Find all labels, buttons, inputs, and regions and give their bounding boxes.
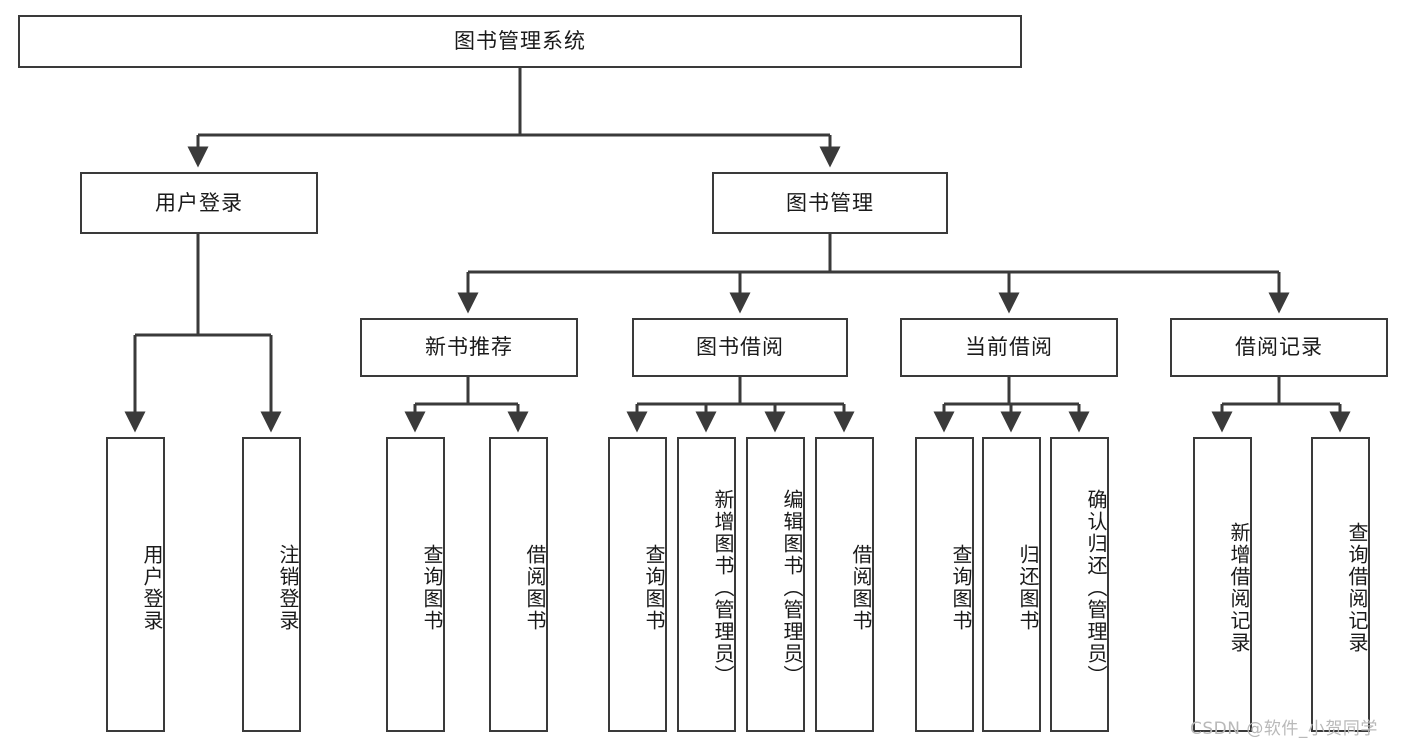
- node-leaf-confirm-return-label: 确认归还（管理员）: [1084, 488, 1108, 687]
- node-leaf-user-login[interactable]: 用户登录: [106, 437, 165, 732]
- node-leaf-logout-label: 注销登录: [276, 543, 300, 632]
- node-root[interactable]: 图书管理系统: [18, 15, 1022, 68]
- node-new-book-recommend-label: 新书推荐: [425, 335, 513, 360]
- node-book-manage-label: 图书管理: [786, 190, 874, 215]
- node-borrow-record[interactable]: 借阅记录: [1170, 318, 1388, 377]
- node-book-borrow-label: 图书借阅: [696, 335, 784, 360]
- node-current-borrow-label: 当前借阅: [965, 335, 1053, 360]
- node-leaf-query-record-label: 查询借阅记录: [1345, 521, 1369, 654]
- node-leaf-confirm-return[interactable]: 确认归还（管理员）: [1050, 437, 1109, 732]
- node-new-book-recommend[interactable]: 新书推荐: [360, 318, 578, 377]
- node-leaf-query-book-2-label: 查询图书: [642, 543, 666, 632]
- node-root-label: 图书管理系统: [454, 29, 586, 54]
- node-user-login-label: 用户登录: [155, 190, 243, 215]
- node-leaf-add-record-label: 新增借阅记录: [1227, 521, 1251, 654]
- node-leaf-add-record[interactable]: 新增借阅记录: [1193, 437, 1252, 732]
- node-book-manage[interactable]: 图书管理: [712, 172, 948, 234]
- node-leaf-edit-book[interactable]: 编辑图书（管理员）: [746, 437, 805, 732]
- csdn-watermark: CSDN @软件_小贺同学: [1190, 719, 1378, 739]
- node-leaf-logout[interactable]: 注销登录: [242, 437, 301, 732]
- node-leaf-return-book[interactable]: 归还图书: [982, 437, 1041, 732]
- node-current-borrow[interactable]: 当前借阅: [900, 318, 1118, 377]
- node-leaf-add-book-label: 新增图书（管理员）: [711, 488, 735, 687]
- node-leaf-borrow-book-1-label: 借阅图书: [523, 543, 547, 632]
- node-leaf-borrow-book-2-label: 借阅图书: [849, 543, 873, 632]
- node-leaf-return-book-label: 归还图书: [1016, 543, 1040, 632]
- node-user-login[interactable]: 用户登录: [80, 172, 318, 234]
- node-leaf-query-book-2[interactable]: 查询图书: [608, 437, 667, 732]
- node-leaf-query-record[interactable]: 查询借阅记录: [1311, 437, 1370, 732]
- node-leaf-add-book[interactable]: 新增图书（管理员）: [677, 437, 736, 732]
- node-leaf-query-book-1-label: 查询图书: [420, 543, 444, 632]
- node-leaf-query-book-3-label: 查询图书: [949, 543, 973, 632]
- node-borrow-record-label: 借阅记录: [1235, 335, 1323, 360]
- node-leaf-borrow-book-1[interactable]: 借阅图书: [489, 437, 548, 732]
- node-book-borrow[interactable]: 图书借阅: [632, 318, 848, 377]
- node-leaf-edit-book-label: 编辑图书（管理员）: [780, 488, 804, 687]
- node-leaf-borrow-book-2[interactable]: 借阅图书: [815, 437, 874, 732]
- node-leaf-user-login-label: 用户登录: [140, 543, 164, 632]
- node-leaf-query-book-1[interactable]: 查询图书: [386, 437, 445, 732]
- node-leaf-query-book-3[interactable]: 查询图书: [915, 437, 974, 732]
